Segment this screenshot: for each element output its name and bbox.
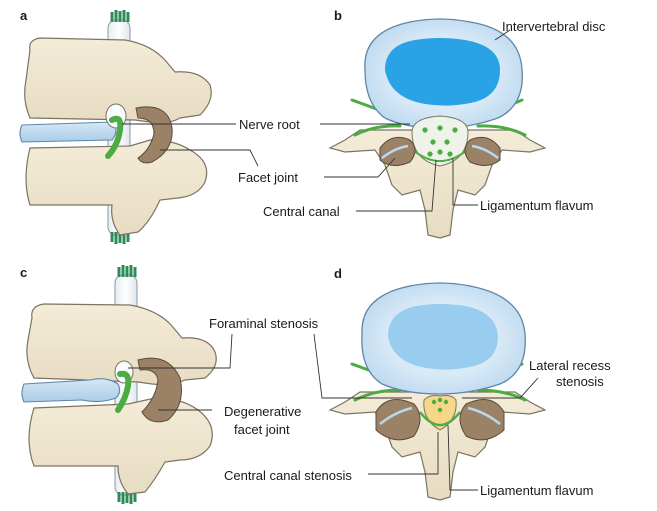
label-foraminal-stenosis: Foraminal stenosis xyxy=(209,316,319,331)
panel-b: b xyxy=(263,8,606,239)
cord-bottom-cap-a xyxy=(110,232,130,244)
leader-ligamentum-flavum-d xyxy=(447,424,478,491)
degenerated-disc-c xyxy=(21,378,121,403)
cauda-equina-b xyxy=(422,125,458,157)
facet-joints-b xyxy=(379,136,501,166)
panel-d: d Lateral recess stenosis xyxy=(224,266,611,501)
panel-c: c Foraminal stenosis Degenerative facet … xyxy=(20,265,319,504)
cord-top-cap-a xyxy=(110,10,130,22)
degenerative-facets-d xyxy=(375,399,505,441)
leader-central-canal-stenosis xyxy=(368,432,439,475)
label-nerve-root: Nerve root xyxy=(239,117,300,132)
label-intervertebral-disc: Intervertebral disc xyxy=(502,19,606,34)
compressed-cauda-d xyxy=(431,397,449,413)
leader-foraminal-stenosis xyxy=(128,333,233,369)
facet-joint-a xyxy=(135,106,173,164)
leader-foraminal-d xyxy=(313,333,412,399)
disc-nucleus-b xyxy=(385,38,500,106)
panel-letter-b: b xyxy=(334,8,342,23)
leader-central-canal xyxy=(356,159,437,212)
label-degenerative-line2: facet joint xyxy=(234,422,290,437)
lower-vertebra-c xyxy=(28,397,213,495)
cord-top-cap-c xyxy=(117,265,137,277)
label-degenerative-line1: Degenerative xyxy=(224,404,301,419)
upper-vertebra-a xyxy=(24,37,212,124)
nerve-root-c xyxy=(115,370,132,413)
leader-facet-joint-b xyxy=(324,157,396,178)
panel-a: a Nerve root Facet joint xyxy=(19,8,300,244)
panel-letter-d: d xyxy=(334,266,342,281)
leader-ligamentum-flavum-b xyxy=(452,158,478,206)
intervertebral-disc-side-a xyxy=(19,121,117,143)
ligamentum-flavum-b xyxy=(412,149,468,162)
label-ligamentum-flavum-d: Ligamentum flavum xyxy=(480,483,593,498)
label-central-canal: Central canal xyxy=(263,204,340,219)
cord-bottom-cap-c xyxy=(117,492,137,504)
panel-letter-c: c xyxy=(20,265,27,280)
label-lateral-recess-line1: Lateral recess xyxy=(529,358,611,373)
leader-intervertebral-disc xyxy=(494,29,511,41)
leader-facet-joint xyxy=(160,149,259,167)
thickened-ligamentum-d xyxy=(419,411,461,427)
label-lateral-recess-line2: stenosis xyxy=(556,374,604,389)
nerve-root-a xyxy=(105,115,124,159)
panel-letter-a: a xyxy=(20,8,28,23)
lower-vertebra-a xyxy=(25,139,208,236)
label-ligamentum-flavum-b: Ligamentum flavum xyxy=(480,198,593,213)
leader-lateral-recess xyxy=(462,377,539,399)
degenerative-facet-joint-c xyxy=(137,357,182,423)
label-facet-joint: Facet joint xyxy=(238,170,298,185)
label-central-canal-stenosis: Central canal stenosis xyxy=(224,468,352,483)
disc-nucleus-d xyxy=(388,304,498,370)
